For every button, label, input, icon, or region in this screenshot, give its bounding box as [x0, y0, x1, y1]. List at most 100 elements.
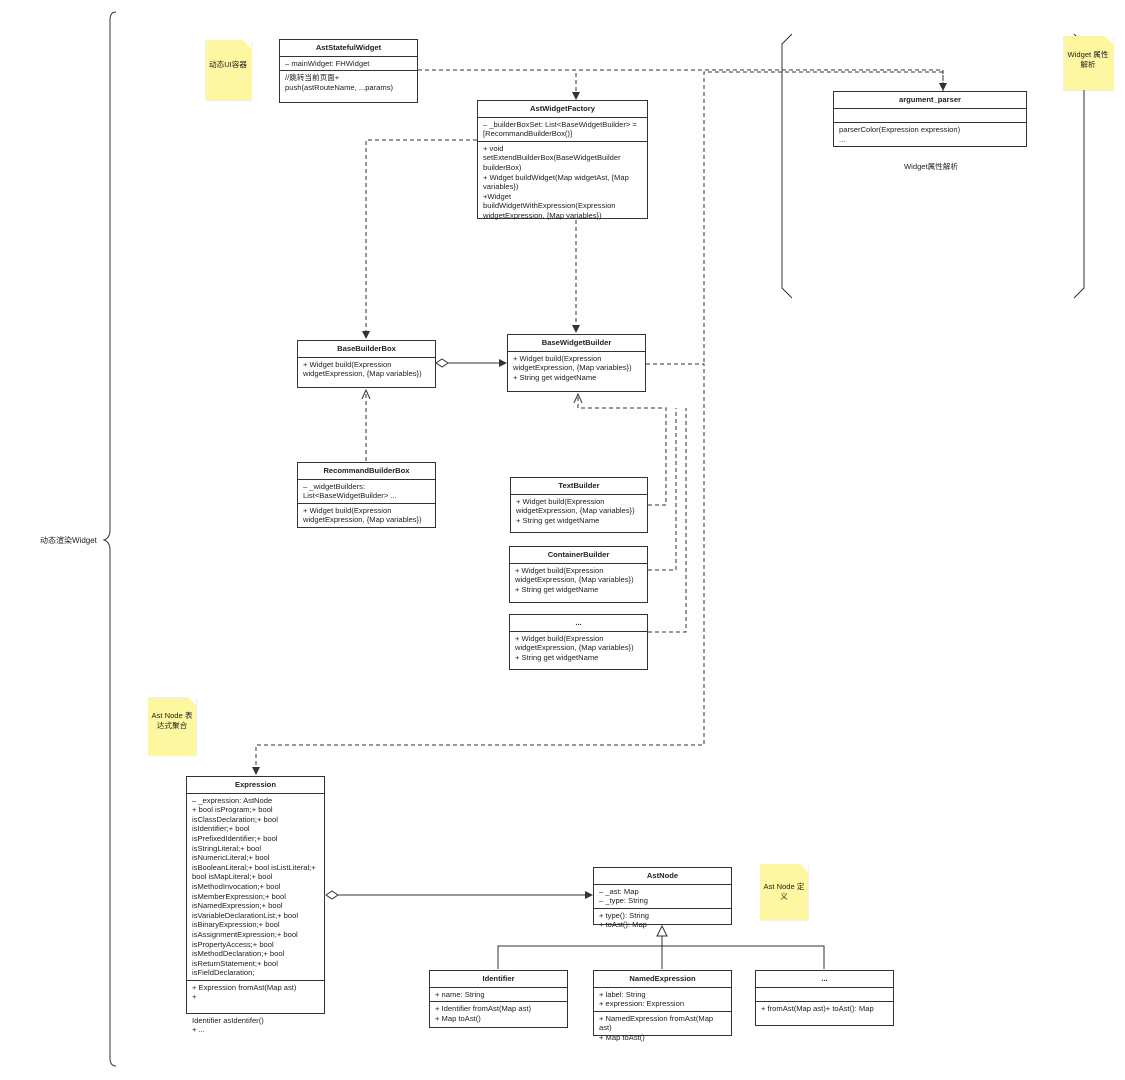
class-name: NamedExpression: [594, 971, 731, 988]
widget-parse-bracket-left: [781, 33, 793, 299]
class-attributes: [756, 988, 893, 1003]
class-methods: + Identifier fromAst(Map ast)+ Map toAst…: [430, 1002, 567, 1025]
class-methods: + type(): String+ toAst(): Map: [594, 909, 731, 932]
class-member: //跳转当前页面+ push(astRouteName, ...params): [285, 73, 394, 92]
class-member: + Widget build(Expression widgetExpressi…: [516, 496, 635, 516]
factory-to-builderbox: [362, 139, 477, 339]
class-attributes: – _expression: AstNode+ bool isProgram;+…: [187, 794, 324, 981]
stateful-to-parser: [418, 69, 947, 91]
widget-parse-caption: Widget属性解析: [904, 162, 959, 171]
class-member: + name: String: [435, 989, 485, 999]
class-attributes: – _ast: Map– _type: String: [594, 885, 731, 909]
class-member: + String get widgetName: [513, 372, 597, 382]
class-member: + Widget build(Expression widgetExpressi…: [515, 565, 634, 585]
class-text-builder: TextBuilder+ Widget build(Expression wid…: [510, 477, 648, 533]
class-member: + expression: Expression: [599, 999, 685, 1009]
class-ast-stateful-widget: AstStatefulWidget– mainWidget: FHWidget/…: [279, 39, 418, 103]
class-member: parserColor(Expression expression): [839, 125, 961, 135]
class-name: ContainerBuilder: [510, 547, 647, 564]
class-name: ...: [510, 615, 647, 632]
textbuilder-realizes: [578, 394, 667, 506]
class-member: + Identifier fromAst(Map ast): [435, 1004, 532, 1014]
otherbuilder-realizes: [648, 408, 687, 633]
class-methods: parserColor(Expression expression)...: [834, 123, 1026, 146]
class-member: + label: String: [599, 989, 646, 999]
expression-overflow-line-2: + ...: [192, 1025, 205, 1034]
class-member: – _expression: AstNode: [192, 795, 273, 805]
class-name: Identifier: [430, 971, 567, 988]
expression-overflow-line-1: Identifier asIdentifer(): [192, 1016, 264, 1025]
class-member: – mainWidget: FHWidget: [285, 58, 370, 68]
class-member: ...: [839, 134, 846, 144]
class-member: + String get widgetName: [516, 515, 600, 525]
class-member: [839, 111, 1021, 121]
left-brace-label: 动态渲染Widget: [40, 536, 97, 545]
class-member: + Widget build(Expression widgetExpressi…: [303, 359, 422, 379]
class-member: + type(): String: [599, 910, 650, 920]
note-ast-node-definition: Ast Node 定义: [760, 864, 808, 920]
class-member: [761, 990, 888, 1000]
class-attributes: – mainWidget: FHWidget: [280, 57, 417, 72]
note-ast-node-expression: Ast Node 表达式聚合: [148, 697, 196, 755]
class-member: + NamedExpression fromAst(Map ast): [599, 1013, 716, 1033]
class-ast-widget-factory: AstWidgetFactory– _builderBoxSet: List<B…: [477, 100, 648, 220]
class-base-builder-box: BaseBuilderBox+ Widget build(Expression …: [297, 340, 436, 388]
class-methods: + Widget build(Expression widgetExpressi…: [298, 504, 435, 527]
builder-to-expression: [252, 363, 705, 775]
note-dynamic-ui-container: 动态UI容器: [205, 40, 251, 100]
note-widget-attributes: Widget 属性解析: [1063, 36, 1113, 90]
left-brace: [102, 11, 117, 1067]
class-member: + Widget build(Expression widgetExpressi…: [303, 505, 422, 525]
class-member: + Widget buildWidget(Map widgetAst, {Map…: [483, 172, 631, 192]
class-methods: + Expression fromAst(Map ast)+: [187, 981, 324, 1004]
class-name: AstNode: [594, 868, 731, 885]
class-name: Expression: [187, 777, 324, 794]
class-attributes: – _widgetBuilders: List<BaseWidgetBuilde…: [298, 480, 435, 504]
containerbuilder-realizes: [648, 408, 677, 571]
class-attributes: + name: String: [430, 988, 567, 1003]
class-other-node: ... + fromAst(Map ast)+ toAst(): Map: [755, 970, 894, 1026]
class-name: AstWidgetFactory: [478, 101, 647, 118]
class-member: +Widget buildWidgetWithExpression(Expres…: [483, 191, 618, 220]
class-base-widget-builder: BaseWidgetBuilder+ Widget build(Expressi…: [507, 334, 646, 392]
class-name: RecommandBuilderBox: [298, 463, 435, 480]
class-member: + void setExtendBuilderBox(BaseWidgetBui…: [483, 143, 623, 172]
class-attributes: + label: String+ expression: Expression: [594, 988, 731, 1012]
class-member: + Widget build(Expression widgetExpressi…: [513, 353, 632, 373]
class-name: BaseWidgetBuilder: [508, 335, 645, 352]
class-attributes: + Widget build(Expression widgetExpressi…: [508, 352, 645, 385]
class-member: – _type: String: [599, 896, 648, 906]
class-member: – _builderBoxSet: List<BaseWidgetBuilder…: [483, 119, 639, 139]
class-attributes: + Widget build(Expression widgetExpressi…: [511, 495, 647, 528]
stateful-to-factory: [418, 69, 580, 100]
class-member: + Expression fromAst(Map ast): [192, 982, 297, 992]
class-member: + Map toAst(): [435, 1013, 481, 1023]
class-recommand-builder-box: RecommandBuilderBox– _widgetBuilders: Li…: [297, 462, 436, 528]
class-methods: //跳转当前页面+ push(astRouteName, ...params): [280, 71, 417, 94]
class-attributes: – _builderBoxSet: List<BaseWidgetBuilder…: [478, 118, 647, 142]
class-member: + String get widgetName: [515, 584, 599, 594]
class-name: argument_parser: [834, 92, 1026, 109]
parser-to-expression: [703, 71, 944, 364]
class-member: + Map toAst(): [599, 1032, 645, 1042]
class-argument-parser: argument_parser parserColor(Expression e…: [833, 91, 1027, 147]
class-identifier: Identifier+ name: String + Identifier fro…: [429, 970, 568, 1028]
class-member: + fromAst(Map ast)+ toAst(): Map: [761, 1004, 874, 1014]
class-member: – _ast: Map: [599, 886, 639, 896]
class-name: BaseBuilderBox: [298, 341, 435, 358]
class-container-builder: ContainerBuilder+ Widget build(Expressio…: [509, 546, 648, 603]
class-member: + String get widgetName: [515, 652, 599, 662]
class-other-builder: ...+ Widget build(Expression widgetExpre…: [509, 614, 648, 670]
class-attributes: [834, 109, 1026, 124]
class-attributes: + Widget build(Expression widgetExpressi…: [510, 564, 647, 597]
class-methods: + NamedExpression fromAst(Map ast)+ Map …: [594, 1012, 731, 1045]
class-member: + toAst(): Map: [599, 920, 647, 930]
class-methods: + fromAst(Map ast)+ toAst(): Map: [756, 1002, 893, 1016]
class-member: + Widget build(Expression widgetExpressi…: [515, 633, 634, 653]
class-name: ...: [756, 971, 893, 988]
class-member: + bool isProgram;+ bool isClassDeclarati…: [192, 805, 318, 978]
class-ast-node: AstNode– _ast: Map– _type: String+ type(…: [593, 867, 732, 929]
class-name: TextBuilder: [511, 478, 647, 495]
class-member: – _widgetBuilders: List<BaseWidgetBuilde…: [303, 481, 397, 501]
